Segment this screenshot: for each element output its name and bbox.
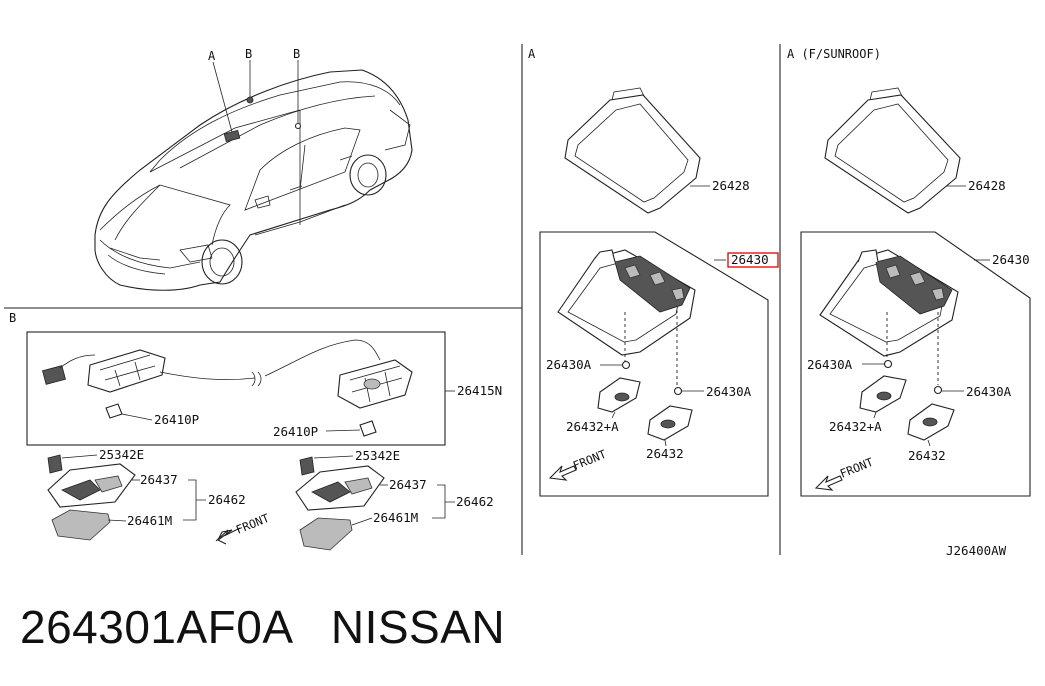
label-26430A-sr1: 26430A — [807, 357, 853, 372]
label-26437-1: 26437 — [140, 472, 178, 487]
panel-dividers — [4, 44, 781, 555]
part-number-caption: 264301AF0A NISSAN — [20, 601, 506, 653]
section-a-sunroof-title: A (F/SUNROOF) — [787, 47, 881, 61]
label-26430A-a2: 26430A — [706, 384, 752, 399]
section-a: A 26428 26430 26430A 26430A — [528, 47, 779, 497]
label-26410P-2: 26410P — [273, 424, 318, 439]
label-26428-sr: 26428 — [968, 178, 1006, 193]
section-b: B 26415N 26410P 26410P — [9, 311, 502, 551]
front-label-a: FRONT — [571, 447, 608, 473]
right-lamp-socket — [337, 359, 413, 409]
highlight-26430 — [727, 252, 779, 268]
label-25342E-1: 25342E — [99, 447, 144, 462]
callout-b-2: B — [293, 47, 300, 61]
map-lamp-right — [295, 455, 388, 551]
label-26432-a: 26432 — [646, 446, 684, 461]
front-arrow-a: FRONT — [548, 447, 608, 481]
label-26430A-a1: 26430A — [546, 357, 592, 372]
label-26462-2: 26462 — [456, 494, 494, 509]
label-26430-sr: 26430 — [992, 252, 1030, 267]
callout-b-1: B — [245, 47, 252, 61]
label-26432A-a: 26432+A — [566, 419, 619, 434]
label-26428-a: 26428 — [712, 178, 750, 193]
label-26432-sr: 26432 — [908, 448, 946, 463]
frame-26428-sr — [824, 87, 961, 214]
map-lamp-left — [47, 454, 140, 541]
left-lamp-socket — [42, 349, 166, 393]
diagram-code: J26400AW — [946, 543, 1007, 558]
front-arrow-b1: FRONT — [215, 511, 271, 545]
front-label-b1: FRONT — [234, 511, 271, 537]
frame-26428-a — [564, 87, 701, 214]
front-arrow-sr: FRONT — [814, 455, 875, 491]
console-box-a — [539, 231, 769, 497]
car-illustration: A B B — [94, 47, 413, 291]
callout-a: A — [208, 49, 216, 63]
bulb-26410P-left — [105, 403, 123, 419]
section-a-sunroof: A (F/SUNROOF) 26428 26430 26430A 26430A … — [787, 47, 1031, 497]
console-box-sr — [800, 231, 1031, 497]
label-26461M-2: 26461M — [373, 510, 418, 525]
console-26430-a — [557, 249, 696, 356]
label-26437-2: 26437 — [389, 477, 427, 492]
front-label-sr: FRONT — [838, 455, 875, 481]
bulb-26410P-right — [359, 420, 377, 437]
console-26430-sr — [819, 249, 959, 357]
label-26430A-sr2: 26430A — [966, 384, 1012, 399]
label-26410P-1: 26410P — [154, 412, 199, 427]
label-26415N: 26415N — [457, 383, 502, 398]
section-b-title: B — [9, 311, 16, 325]
label-26430-a: 26430 — [731, 252, 769, 267]
label-26461M-1: 26461M — [127, 513, 172, 528]
harness-box — [26, 331, 446, 446]
label-26432A-sr: 26432+A — [829, 419, 882, 434]
label-25342E-2: 25342E — [355, 448, 400, 463]
section-a-title: A — [528, 47, 536, 61]
label-26462-1: 26462 — [208, 492, 246, 507]
